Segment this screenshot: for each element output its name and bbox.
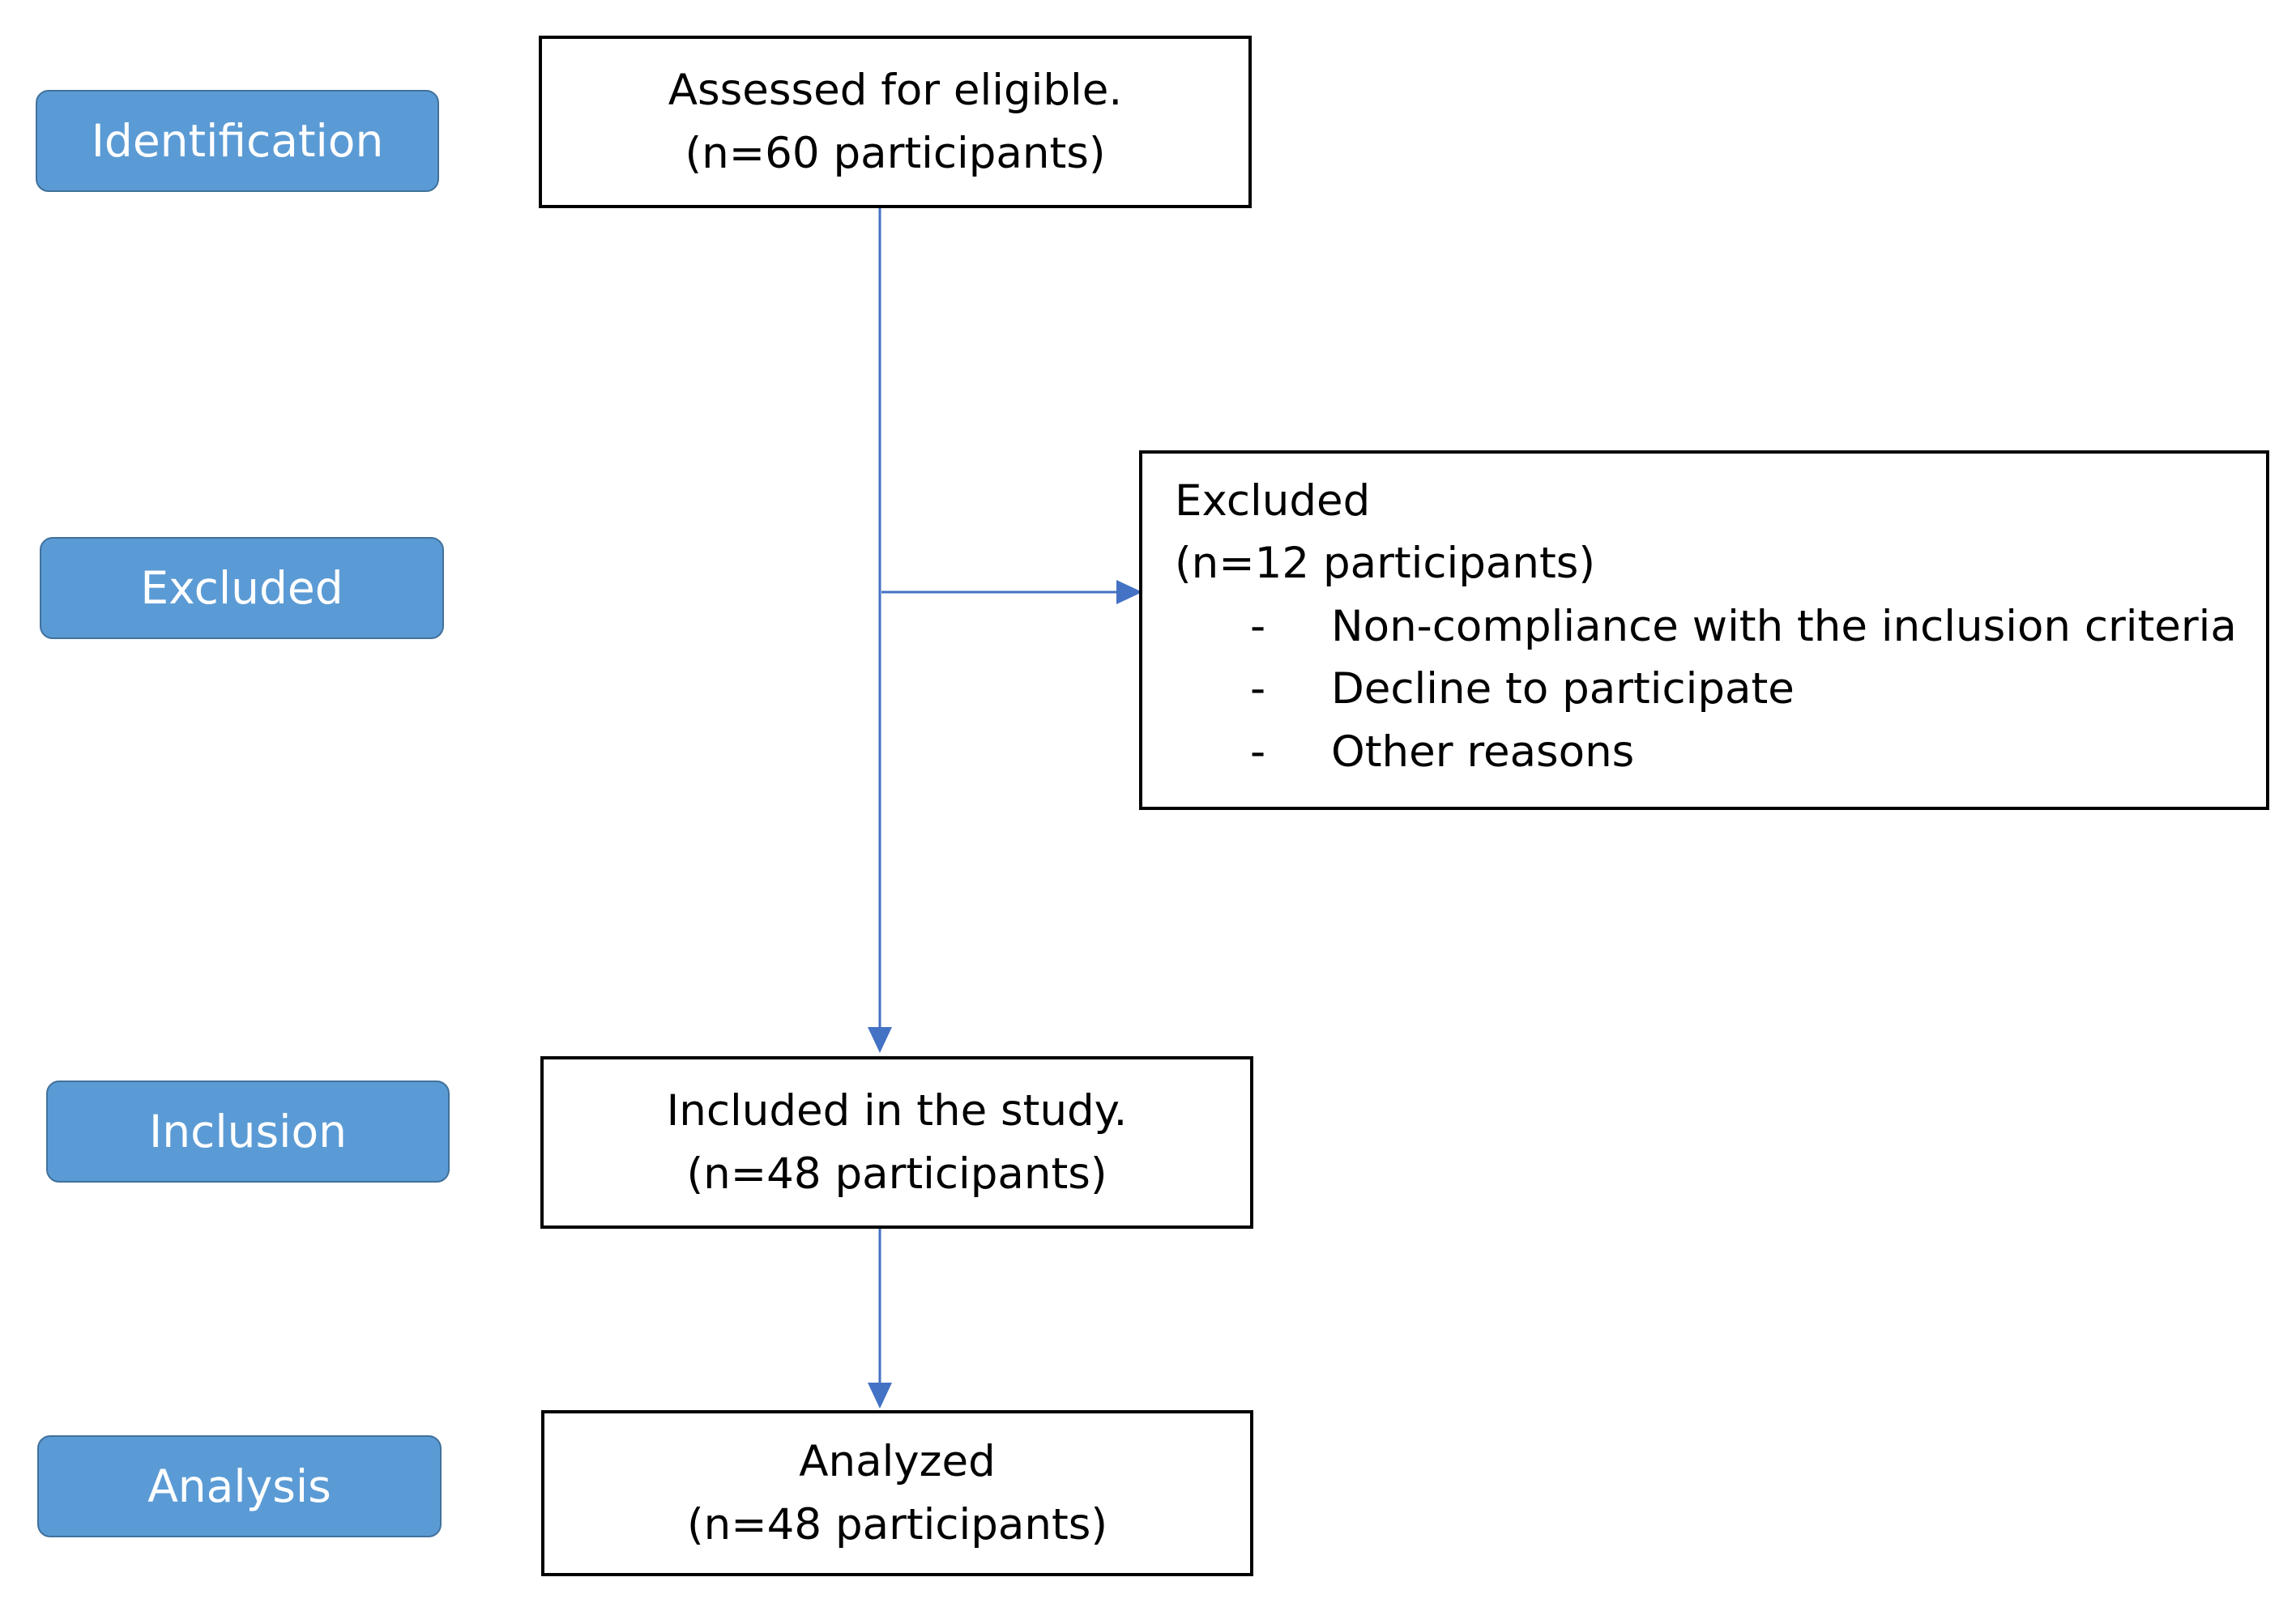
stage-inclusion-label: Inclusion: [149, 1106, 347, 1157]
exclusion-reason: - Non-compliance with the inclusion crit…: [1175, 595, 2266, 658]
analyzed-box: Analyzed (n=48 participants): [541, 1410, 1253, 1576]
stage-analysis-label: Analysis: [147, 1460, 331, 1512]
assessed-count: (n=60 participants): [685, 128, 1106, 178]
reason-bullet: -: [1250, 727, 1266, 777]
included-box: Included in the study. (n=48 participant…: [540, 1056, 1253, 1229]
excluded-title: Excluded: [1175, 476, 1371, 526]
analyzed-text: Analyzed: [799, 1436, 996, 1486]
stage-excluded-label: Excluded: [140, 562, 344, 614]
analyzed-count: (n=48 participants): [686, 1499, 1108, 1549]
included-text: Included in the study.: [666, 1085, 1128, 1136]
included-count: (n=48 participants): [686, 1149, 1107, 1199]
stage-excluded: Excluded: [40, 537, 444, 639]
reason-bullet: -: [1250, 601, 1266, 651]
exclusion-reason: - Other reasons: [1175, 721, 2266, 783]
stage-analysis: Analysis: [37, 1435, 442, 1537]
stage-identification: Identification: [36, 90, 439, 192]
exclusion-reason: - Decline to participate: [1175, 658, 2266, 720]
excluded-count: (n=12 participants): [1175, 539, 1596, 589]
assessed-box: Assessed for eligible. (n=60 participant…: [539, 36, 1252, 208]
reason-bullet: -: [1250, 664, 1266, 714]
arrowhead-to-included: [868, 1027, 892, 1053]
arrowhead-to-analyzed: [868, 1383, 892, 1409]
excluded-box: Excluded (n=12 participants) - Non-compl…: [1139, 450, 2269, 810]
stage-identification-label: Identification: [91, 115, 384, 167]
exclusion-reasons-list: - Non-compliance with the inclusion crit…: [1175, 595, 2266, 783]
reason-text: Other reasons: [1331, 727, 1635, 777]
reason-text: Non-compliance with the inclusion criter…: [1331, 601, 2237, 651]
stage-inclusion: Inclusion: [46, 1081, 450, 1183]
reason-text: Decline to participate: [1331, 664, 1795, 714]
assessed-text: Assessed for eligible.: [668, 65, 1123, 115]
